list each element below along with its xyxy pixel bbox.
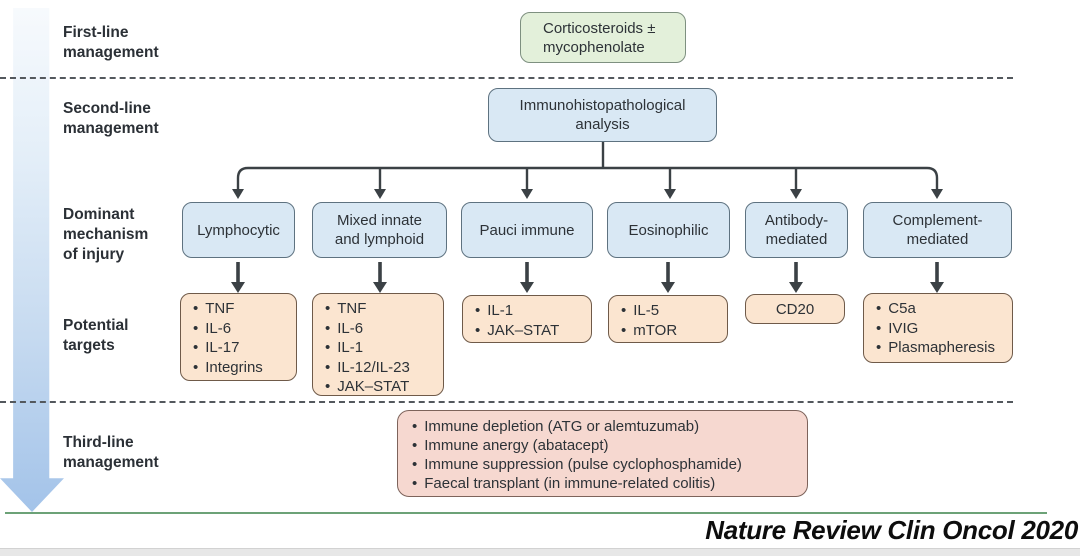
targets-box-pauci-immune: IL-1JAK–STAT [462, 295, 592, 343]
separator-first-second-line [0, 77, 1013, 79]
label-dominant-mechanism: Dominant mechanism of injury [63, 206, 149, 263]
footer-rule [5, 512, 1047, 514]
bullet-item: TNF [325, 299, 433, 319]
bullet-item: IL-6 [325, 319, 433, 339]
mechanism-box-pauci-immune: Pauci immune [461, 202, 593, 258]
mechanism-box-antibody-mediated: Antibody- mediated [745, 202, 848, 258]
bullet-item: Immune anergy (abatacept) [412, 436, 795, 455]
bullet-item: Faecal transplant (in immune-related col… [412, 474, 795, 493]
first-line-box: Corticosteroids ± mycophenolate [520, 12, 686, 63]
label-first-line-management: First-line management [63, 24, 159, 61]
mechanism-box-complement-mediated: Complement- mediated [863, 202, 1012, 258]
targets-box-mixed-innate-lymphoid: TNFIL-6IL-1IL-12/IL-23JAK–STAT [312, 293, 444, 396]
citation-text: Nature Review Clin Oncol 2020 [705, 515, 1078, 545]
bullet-item: IL-12/IL-23 [325, 358, 433, 378]
bullet-item: IL-17 [193, 338, 286, 358]
bullet-item: IL-6 [193, 319, 286, 339]
bullet-item: C5a [876, 299, 1002, 319]
mechanism-box-eosinophilic: Eosinophilic [607, 202, 730, 258]
mechanism-box-lymphocytic: Lymphocytic [182, 202, 295, 258]
bullet-item: TNF [193, 299, 286, 319]
mechanism-box-mixed-innate-lymphoid: Mixed innate and lymphoid [312, 202, 447, 258]
separator-second-third-line [0, 401, 1013, 403]
label-second-line-management: Second-line management [63, 100, 159, 137]
bullet-item: Integrins [193, 358, 286, 378]
bullet-item: IL-1 [475, 301, 581, 321]
bullet-item: Plasmapheresis [876, 338, 1002, 358]
third-line-box: Immune depletion (ATG or alemtuzumab)Imm… [397, 410, 808, 497]
targets-box-lymphocytic: TNFIL-6IL-17Integrins [180, 293, 297, 381]
label-potential-targets: Potential targets [63, 317, 129, 354]
targets-box-antibody-mediated: CD20 [745, 294, 845, 324]
bullet-item: Immune suppression (pulse cyclophosphami… [412, 455, 795, 474]
bottom-edge-bar [0, 548, 1080, 556]
bullet-item: IL-1 [325, 338, 433, 358]
bullet-item: JAK–STAT [475, 321, 581, 341]
bullet-item: JAK–STAT [325, 377, 433, 397]
label-third-line-management: Third-line management [63, 434, 159, 471]
second-line-box: Immunohistopathological analysis [488, 88, 717, 142]
targets-box-complement-mediated: C5aIVIGPlasmapheresis [863, 293, 1013, 363]
bullet-item: mTOR [621, 321, 717, 341]
bullet-item: IVIG [876, 319, 1002, 339]
bullet-item: Immune depletion (ATG or alemtuzumab) [412, 417, 795, 436]
bullet-item: IL-5 [621, 301, 717, 321]
targets-box-eosinophilic: IL-5mTOR [608, 295, 728, 343]
